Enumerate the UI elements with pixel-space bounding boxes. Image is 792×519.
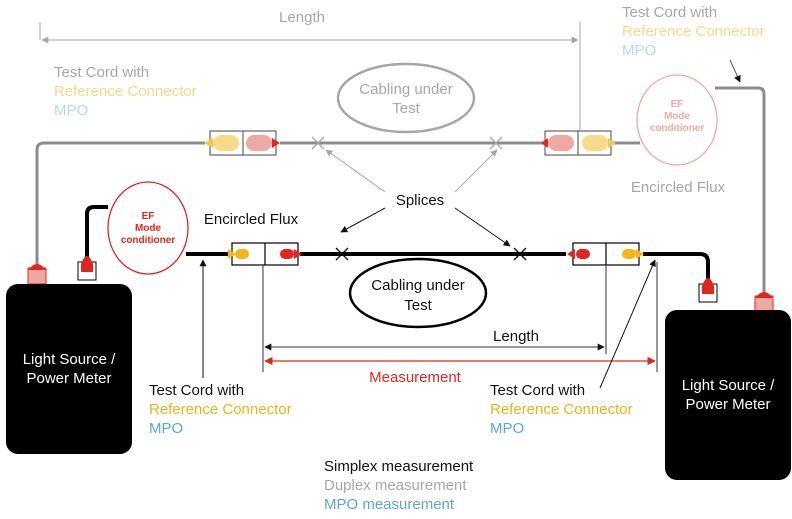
bottom-left-cord-label: Test Cord with Reference Connector MPO [149, 381, 292, 438]
bottom-cabling-label-line2: Test [404, 297, 432, 314]
right-device-line1: Light Source / [681, 377, 775, 394]
legend-duplex: Duplex measurement [324, 477, 467, 494]
top-right-cord-line2: Reference Connector [622, 23, 765, 40]
right-device-line2: Power Meter [685, 396, 771, 413]
bottom-splice-marks [335, 247, 527, 261]
bottom-right-cord-line1: Test Cord with [490, 382, 586, 399]
legend-simplex: Simplex measurement [324, 458, 474, 475]
top-left-device-connector [27, 264, 47, 285]
top-ef-label-line3: conditioner [650, 123, 705, 134]
legend-mpo: MPO measurement [324, 496, 455, 513]
bottom-left-cord-line1: Test Cord with [149, 382, 245, 399]
measurement-label: Measurement [369, 369, 462, 386]
top-ef-label-line2: Mode [664, 111, 691, 122]
bottom-left-connector [228, 242, 302, 266]
bottom-left-cord-line2: Reference Connector [149, 401, 292, 418]
bottom-length-label: Length [493, 328, 539, 345]
top-right-device-connector [754, 292, 774, 313]
splice-pointers [325, 149, 511, 247]
bottom-left-cord-line3: MPO [149, 420, 184, 437]
bottom-right-cord-label: Test Cord with Reference Connector MPO [490, 381, 633, 438]
legend: Simplex measurement Duplex measurement M… [324, 457, 473, 514]
top-left-cord-line3: MPO [54, 102, 89, 119]
top-left-cord-line2: Reference Connector [54, 83, 197, 100]
bottom-encircled-flux-label: Encircled Flux [204, 211, 299, 228]
top-right-cord-line3: MPO [622, 42, 657, 59]
bottom-ef-label-line1: EF [142, 211, 155, 222]
left-light-source-power-meter: Light Source / Power Meter [6, 284, 132, 454]
left-device-line1: Light Source / [22, 351, 116, 368]
left-device-line2: Power Meter [26, 370, 112, 387]
bottom-length-dimension [262, 265, 607, 372]
bottom-cord-pointers [199, 259, 656, 389]
top-splice-marks [311, 136, 503, 150]
top-left-connector [204, 130, 280, 156]
top-right-connector [541, 130, 616, 156]
bottom-right-device-connector [698, 278, 718, 303]
bottom-cabling-label-line1: Cabling under [371, 277, 464, 294]
top-cabling-label-line2: Test [392, 100, 420, 117]
splices-label: Splices [396, 192, 444, 209]
top-cabling-ellipse [336, 62, 476, 134]
top-encircled-flux-label: Encircled Flux [631, 179, 726, 196]
bottom-fiber [85, 205, 710, 290]
top-length-label: Length [279, 9, 325, 26]
right-light-source-power-meter: Light Source / Power Meter [665, 310, 791, 480]
bottom-right-cord-line2: Reference Connector [490, 401, 633, 418]
top-right-cord-pointer [729, 59, 741, 83]
bottom-right-connector [567, 242, 644, 266]
bottom-left-device-connector [77, 256, 97, 281]
top-left-cord-label: Test Cord with Reference Connector MPO [54, 63, 197, 120]
top-ef-label-line1: EF [671, 99, 684, 110]
bottom-ef-label-line2: Mode [135, 223, 162, 234]
top-right-cord-label: Test Cord with Reference Connector MPO [622, 3, 765, 60]
measurement-dimension [264, 262, 658, 372]
bottom-right-cord-line3: MPO [490, 420, 525, 437]
top-right-cord-line1: Test Cord with [622, 4, 718, 21]
top-left-cord-line1: Test Cord with [54, 64, 150, 81]
bottom-ef-label-line3: conditioner [121, 235, 176, 246]
top-length-dimension [39, 22, 581, 130]
top-ef-conditioner [636, 74, 718, 166]
bottom-ef-conditioner [107, 181, 189, 275]
bottom-cabling-ellipse [348, 257, 488, 329]
top-cabling-label-line1: Cabling under [359, 81, 452, 98]
